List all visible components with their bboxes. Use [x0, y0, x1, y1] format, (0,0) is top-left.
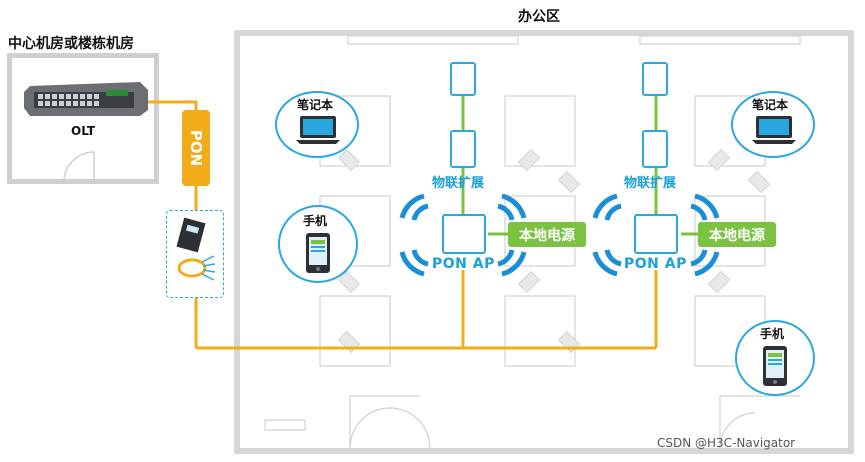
laptop-left-icon — [296, 116, 340, 144]
pon-badge: PON — [182, 110, 210, 186]
local-power-right: 本地电源 — [698, 222, 776, 247]
phone-left-label: 手机 — [303, 214, 328, 228]
iot-label-right: 物联扩展 — [624, 176, 677, 191]
iot-device-top-right — [642, 62, 668, 96]
room-door-icon — [63, 151, 95, 183]
laptop-left-label: 笔记本 — [297, 98, 334, 112]
iot-device-mid-left — [450, 130, 476, 168]
local-power-left: 本地电源 — [508, 222, 586, 247]
phone-right-icon — [763, 346, 787, 386]
equipment-room — [7, 53, 159, 184]
laptop-left-circle — [275, 91, 359, 158]
pon-ap-right-label: PON AP — [624, 256, 687, 272]
iot-device-mid-right — [642, 130, 668, 168]
office-title: 办公区 — [518, 9, 560, 25]
phone-right-label: 手机 — [760, 327, 785, 341]
olt-label: OLT — [71, 124, 96, 138]
pon-ap-right — [634, 214, 678, 254]
phone-left-icon — [306, 233, 330, 273]
laptop-right-label: 笔记本 — [752, 98, 789, 112]
room-title: 中心机房或楼栋机房 — [8, 36, 134, 52]
pon-ap-left — [442, 214, 486, 254]
olt-device-icon — [24, 82, 148, 116]
watermark: CSDN @H3C-Navigator — [657, 436, 796, 450]
iot-device-top-left — [450, 62, 476, 96]
laptop-right-icon — [752, 116, 796, 144]
splitter-icon — [176, 217, 216, 281]
pon-ap-left-label: PON AP — [432, 256, 495, 272]
iot-label-left: 物联扩展 — [432, 176, 485, 191]
